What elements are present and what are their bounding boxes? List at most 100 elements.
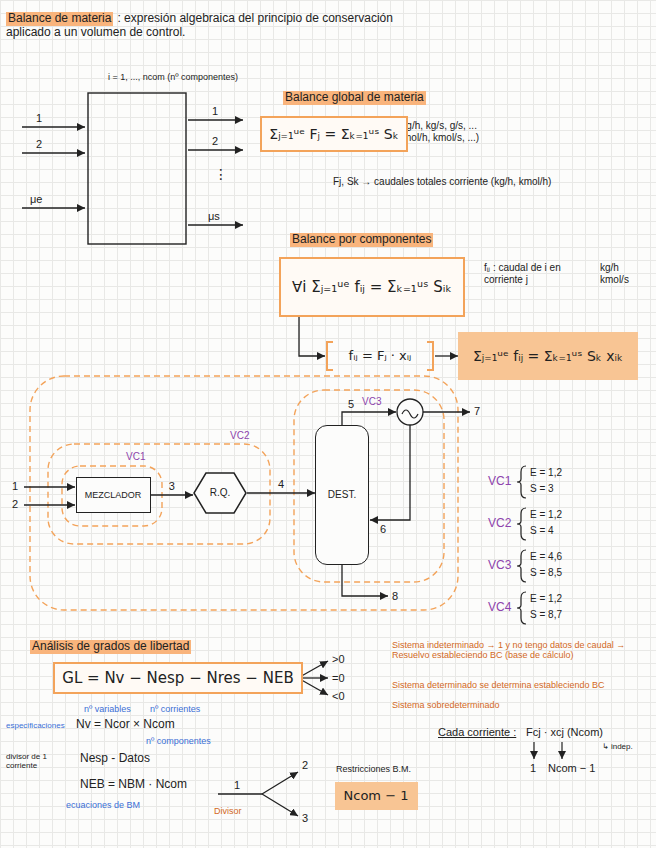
outlet-list: S = 4 [530,525,554,537]
brace [517,592,526,624]
equation-box: GL = Nv − Nesp − Nres − NEB [53,662,303,694]
section-heading: Balance de materia [6,12,113,26]
node-text: ∀i Σⱼ₌₁ᵘᵉ fᵢⱼ = Σₖ₌₁ᵘˢ Sᵢₖ [292,278,452,296]
stream-number: 4 [278,478,284,490]
inlet-list: E = 1,2 [530,467,562,479]
node-text: Σⱼ₌₁ᵘᵉ Fⱼ = Σₖ₌₁ᵘˢ Sₖ [269,126,398,143]
outlet-list: S = 3 [530,483,554,495]
bottoms-stream [342,565,388,596]
process-stream [423,411,470,412]
inlet-list: E = 1,2 [530,509,562,521]
divisor-stream [262,772,298,794]
annotation: ↳ indep. [602,742,633,751]
section-heading: Balance por componentes [290,233,433,247]
flow-arrow [435,355,458,356]
outlet-list: S = 8,5 [530,567,562,579]
stream-number: 1 [234,779,240,792]
units-note: kg/h kmol/s [600,262,644,285]
brace [517,508,526,540]
units-note: (kg/h, kg/s, g/s, ... kmol/h, kmol/s, ..… [398,120,510,143]
inlet-list: E = 4,6 [530,551,562,563]
stream-number: 3 [169,480,175,492]
node-text: Ncom − 1 [344,788,409,804]
distillation-column: DEST. [315,425,369,565]
reactor-hexagon: R.Q. [193,472,247,514]
equation: Fcj · xcj (Ncom) [526,726,603,739]
definition-text: : expresión algebraica del principio de … [6,12,436,40]
stream-number: 3 [302,812,308,825]
annotation: Ncom − 1 [548,762,595,775]
node-text: fᵢⱼ = Fⱼ · xᵢⱼ [349,348,412,364]
stream-number: 5 [348,398,354,411]
stream-number: 2 [36,138,42,151]
flow-arrow [151,494,194,495]
control-volume-label: VC1 [488,475,511,489]
stream-number: 1 [12,480,18,493]
annotation-arrow [533,742,534,759]
control-volume-label: VC2 [488,517,511,531]
equation: Nv = Ncor × Ncom [76,718,175,732]
node-text: R.Q. [210,487,231,499]
branch-condition: =0 [332,672,345,685]
reflux-stream [370,425,410,520]
system-note: Sistema indeterminado → 1 y no tengo dat… [392,640,650,661]
flow-arrow [299,317,325,356]
stream-number: μs [208,210,220,223]
control-volume-label: VC2 [230,430,249,442]
branch-condition: >0 [332,653,345,666]
control-volume-outline [62,466,162,526]
stream-number: 7 [474,405,480,418]
constraint-heading: Restricciones B.M. [336,764,411,774]
stream-number: 2 [212,135,218,148]
stream-number: 2 [302,759,308,772]
formula-box: Σⱼ₌₁ᵘᵉ Fⱼ = Σₖ₌₁ᵘˢ Sₖ [260,116,408,152]
control-volume-outline [294,390,444,582]
definition-note: Fj, Sk → caudales totales corriente (kg/… [333,176,633,188]
input-stream [22,126,85,127]
bracket-shape [327,342,433,370]
process-stream [24,486,75,487]
condenser-coil [402,410,418,418]
stream-number: 6 [380,523,386,536]
output-stream [188,224,243,225]
hexagon-shape [194,473,246,513]
stream-number: 2 [12,498,18,511]
condenser-symbol [397,399,423,425]
outlet-list: S = 8,7 [530,609,562,621]
mixer-box: MEZCLADOR [76,477,151,513]
definition-note: fᵢⱼ : caudal de i en corriente j [484,262,592,285]
process-stream [342,412,396,425]
divisor-stream [262,794,298,816]
formula-box-filled: Σⱼ₌₁ᵘᵉ fᵢⱼ = Σₖ₌₁ᵘˢ Sₖ xᵢₖ [458,332,638,380]
annotation: 1 [530,762,536,775]
annotation-arrow [561,742,562,759]
annotation: especificaciones [6,721,65,730]
ellipsis: ⋮ [214,166,228,182]
note-heading: Cada corriente : [438,726,516,739]
section-heading: Análisis de grados de libertad [30,640,191,654]
stream-number: μe [30,193,42,206]
annotation: nº variables [84,704,131,714]
unit-name: Divisor [214,806,242,816]
process-stream [24,504,75,505]
annotation: nº componentes [146,736,211,746]
system-note: Sistema determinado se determina estable… [392,680,650,690]
brace [517,550,526,582]
annotation: divisor de 1 corriente [6,752,74,770]
output-stream [188,149,243,150]
constraint-box: Ncom − 1 [335,782,418,810]
node-text: GL = Nv − Nesp − Nres − NEB [62,669,293,687]
control-volume-label: VC3 [362,396,381,408]
annotation: nº corrientes [150,704,200,714]
brace [517,466,526,498]
equation: NEB = NBM · Ncom [80,778,187,792]
input-stream [22,207,85,208]
node-text: MEZCLADOR [85,490,142,501]
formula-box: ∀i Σⱼ₌₁ᵘᵉ fᵢⱼ = Σₖ₌₁ᵘˢ Sᵢₖ [279,257,465,317]
divisor-stream [218,793,262,794]
output-stream [188,119,243,120]
component-index: i = 1, ..., ncom (nº componentes) [108,72,238,82]
flow-arrow [247,492,315,493]
node-text: DEST. [328,489,356,501]
